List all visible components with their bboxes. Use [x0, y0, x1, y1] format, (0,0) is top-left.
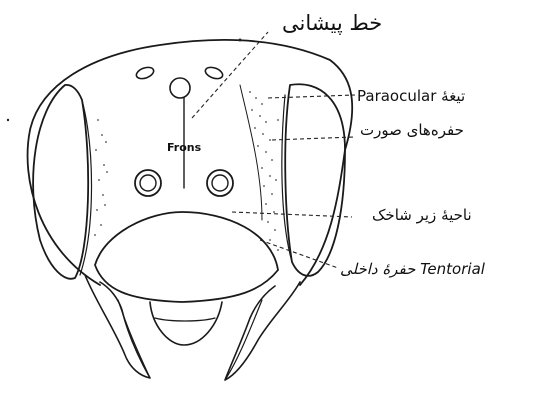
leader-face-pits: [272, 137, 355, 140]
leader-frons-line: [192, 32, 268, 118]
label-frons-line: خط پیشانی: [282, 11, 382, 35]
left-paraocular-stipple: [94, 119, 108, 236]
small-dot-mark-2: [7, 119, 9, 121]
median-ocellus: [170, 78, 190, 98]
right-lateral-ocellus: [204, 65, 224, 81]
right-paraocular-ridge: [240, 85, 262, 220]
clypeus: [95, 212, 278, 302]
label-frons: Frons: [167, 141, 202, 154]
left-lateral-ocellus: [135, 65, 155, 81]
leader-paraocular: [268, 95, 355, 98]
leader-lines: [192, 32, 355, 268]
leader-tentorial: [260, 240, 338, 268]
right-mandible: [225, 282, 300, 380]
left-antennal-socket: [135, 170, 161, 196]
label-face-pits: حفره‌های صورت: [360, 121, 464, 139]
labrum-fold: [155, 318, 215, 321]
head-capsule-outline: [28, 40, 353, 285]
label-subantennal: ناحیهٔ زیر شاخک: [372, 206, 472, 224]
small-dot-mark: [239, 39, 242, 42]
right-compound-eye: [285, 84, 345, 276]
right-antennal-socket: [207, 170, 233, 196]
right-paraocular-stipple: [249, 91, 279, 251]
labrum: [150, 302, 222, 345]
label-paraocular: Paraocular تیغهٔ: [357, 87, 465, 105]
left-compound-eye: [33, 85, 88, 279]
label-tentorial: حفرهٔ داخلی Tentorial: [340, 260, 486, 278]
